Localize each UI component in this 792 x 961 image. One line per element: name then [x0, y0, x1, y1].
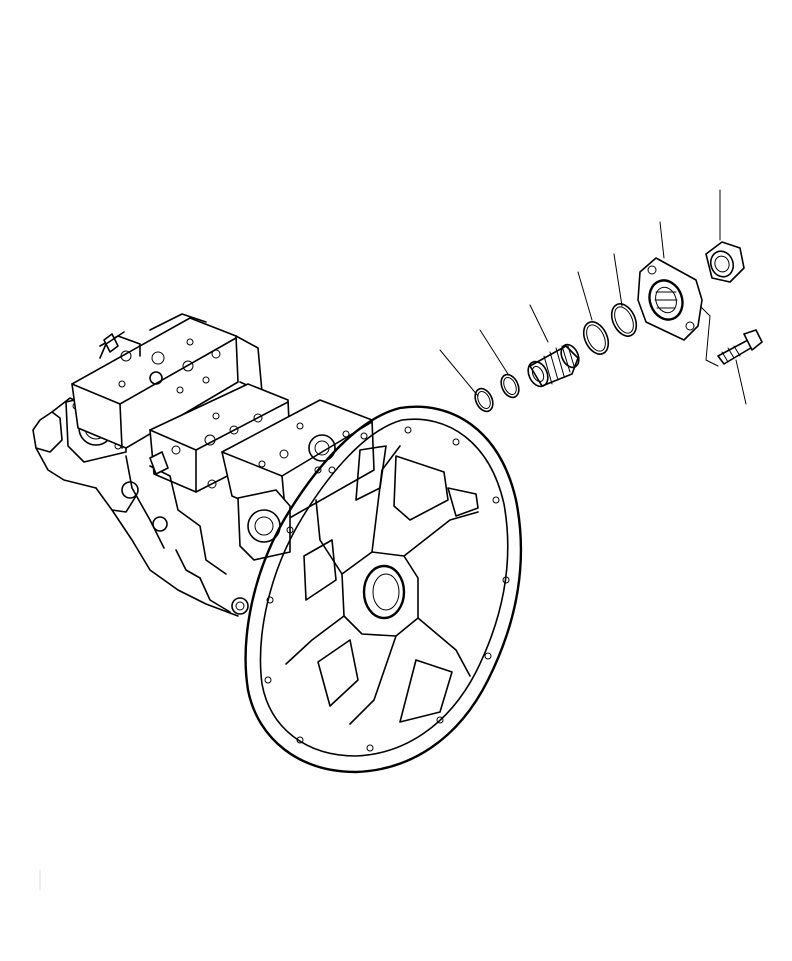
o-ring-3 — [582, 321, 610, 355]
coupling-spring — [527, 343, 580, 388]
flange-plate — [637, 257, 703, 341]
bolt — [717, 329, 763, 365]
leader-lines — [439, 189, 747, 405]
o-ring-4 — [610, 303, 638, 337]
o-ring-2 — [500, 373, 520, 399]
flywheel-housing-flange — [244, 405, 523, 774]
pump-assembly — [32, 313, 375, 617]
nut — [705, 241, 745, 283]
o-ring-1 — [474, 387, 494, 413]
